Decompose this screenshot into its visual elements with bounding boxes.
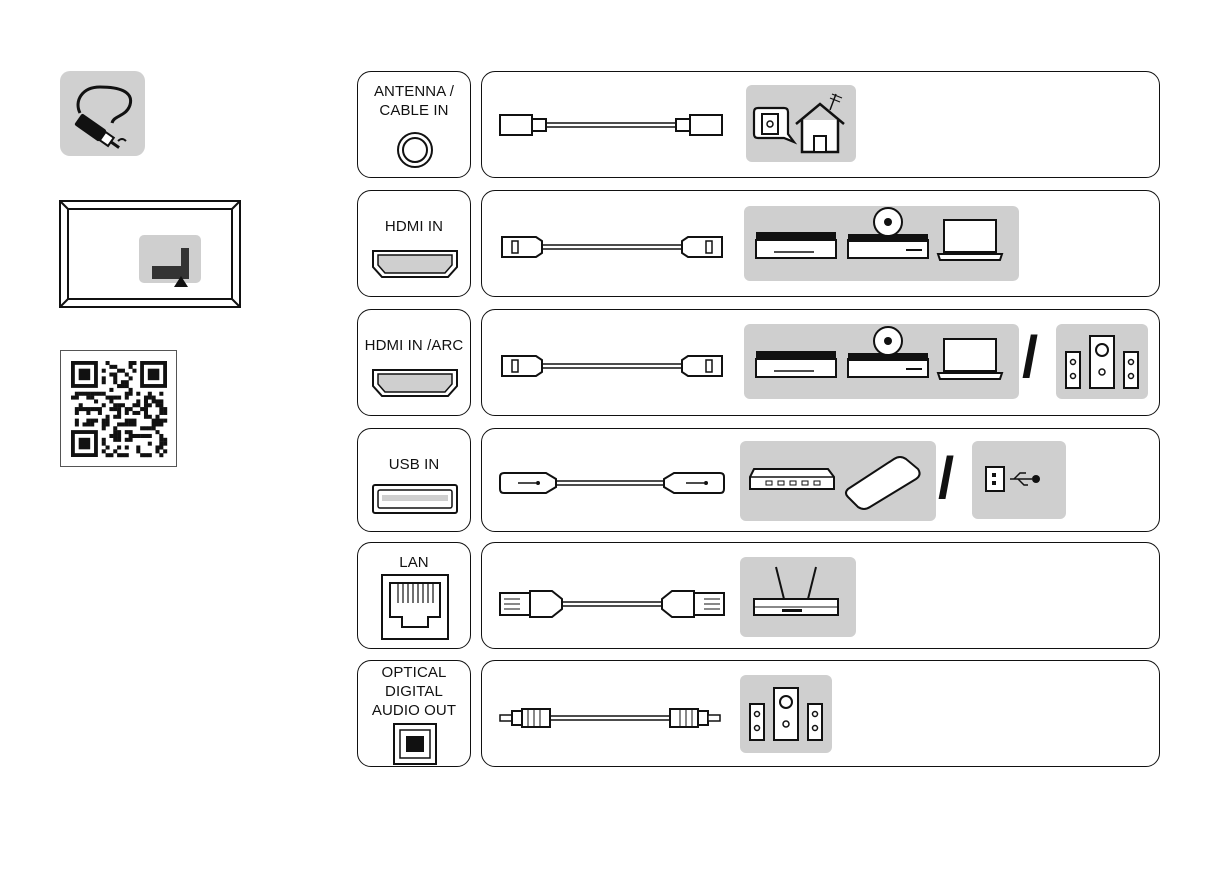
optical-port-icon	[358, 722, 472, 768]
router-icon	[748, 563, 848, 633]
disc-player-icon	[846, 206, 930, 266]
hdmi-cable-icon	[502, 348, 742, 388]
set-top-box-icon	[754, 343, 838, 383]
port-antenna-label: ANTENNA / CABLE IN	[358, 82, 470, 120]
row-antenna	[481, 71, 1160, 178]
port-hdmi-label: HDMI IN	[358, 217, 470, 236]
house-antenna-icon	[790, 92, 850, 156]
ethernet-cable-icon	[498, 585, 738, 625]
portable-drive-icon	[844, 451, 928, 511]
laptop-icon	[936, 216, 1006, 266]
port-optical-label: OPTICAL DIGITAL AUDIO OUT	[358, 663, 470, 720]
set-top-box-icon	[754, 224, 838, 264]
qr-code-icon	[71, 361, 167, 457]
row-optical	[481, 660, 1160, 767]
cable-icon-tile	[60, 71, 145, 156]
row-hdmi-arc: /	[481, 309, 1160, 416]
port-usb-label: USB IN	[358, 455, 470, 474]
separator-slash: /	[938, 443, 954, 515]
coax-socket-icon	[358, 130, 472, 170]
cable-icon	[60, 71, 145, 156]
optical-cable-icon	[500, 699, 740, 739]
port-hdmi: HDMI IN	[357, 190, 471, 297]
ethernet-port-icon	[358, 573, 472, 643]
wall-socket-icon	[750, 104, 794, 148]
usb-cable-icon	[500, 465, 740, 505]
port-lan: LAN	[357, 542, 471, 649]
speaker-system-icon	[744, 684, 828, 744]
disc-player-icon	[846, 325, 930, 385]
row-usb: /	[481, 428, 1160, 532]
tv-back-port-location-icon	[59, 200, 241, 308]
hdd-icon	[748, 463, 838, 503]
separator-slash: /	[1022, 322, 1038, 394]
port-usb: USB IN	[357, 428, 471, 532]
hdmi-cable-icon	[502, 229, 742, 269]
port-lan-label: LAN	[358, 553, 470, 572]
row-hdmi	[481, 190, 1160, 297]
port-hdmi-arc: HDMI IN /ARC	[357, 309, 471, 416]
usb-port-icon	[358, 481, 472, 521]
hdmi-port-icon	[358, 245, 472, 285]
qr-code-frame	[60, 350, 177, 467]
usb-stick-icon	[984, 461, 1054, 501]
coax-cable-icon	[496, 105, 736, 145]
row-lan	[481, 542, 1160, 649]
port-optical: OPTICAL DIGITAL AUDIO OUT	[357, 660, 471, 767]
port-antenna: ANTENNA / CABLE IN	[357, 71, 471, 178]
laptop-icon	[936, 335, 1006, 385]
hdmi-arc-port-icon	[358, 364, 472, 404]
speaker-system-icon	[1060, 332, 1144, 392]
port-hdmi-arc-label: HDMI IN /ARC	[358, 336, 470, 355]
